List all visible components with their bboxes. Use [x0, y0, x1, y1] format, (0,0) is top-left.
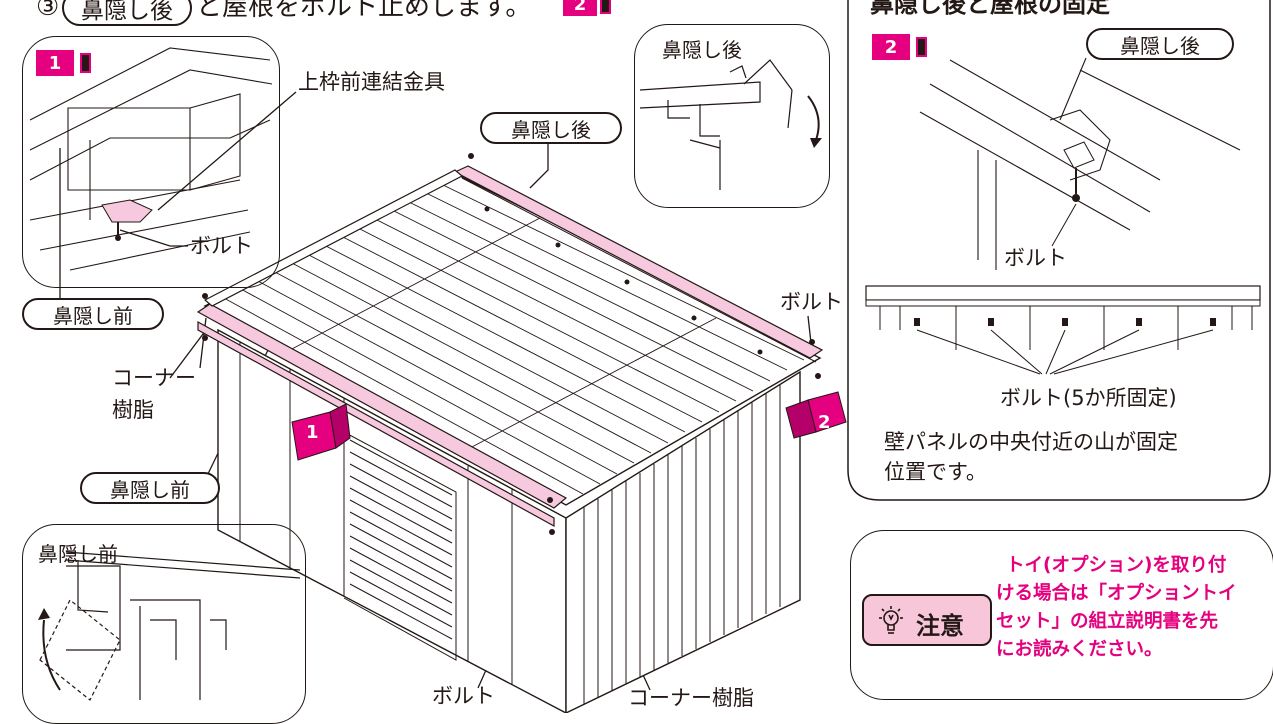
notice-panel: [850, 530, 1273, 700]
notice-line-1: トイ(オプション)を取り付: [1006, 555, 1227, 576]
detail-upper-bracket-panel: [22, 36, 280, 288]
camera-1-lens-detail: [80, 53, 91, 73]
right-desc-line2: 位置です。: [884, 460, 987, 484]
camera-2-lens-right: [916, 37, 927, 57]
right-bolt-label: ボルト: [1004, 246, 1067, 270]
step-pill-rear-fascia: 鼻隠し後: [62, 0, 192, 26]
label-bolt-bottom: ボルト: [432, 684, 495, 708]
label-corner-resin-bottom: コーナー樹脂: [628, 686, 754, 710]
notice-line-2: ける場合は「オプショントイ: [996, 583, 1237, 604]
camera-1-main-label: 1: [306, 422, 319, 443]
step-camera-badge: 2: [563, 0, 597, 16]
right-desc-line1: 壁パネルの中央付近の山が固定: [884, 430, 1178, 454]
label-bolt-right: ボルト: [780, 290, 843, 314]
right-panel-title: 鼻隠し後と屋根の固定: [870, 0, 1110, 18]
detail-front-title: 鼻隠し前: [38, 542, 118, 566]
detail-rear-title: 鼻隠し後: [662, 38, 742, 62]
camera-2-main-label: 2: [818, 412, 831, 433]
step-instruction: と屋根をボルト止めします。: [196, 0, 532, 22]
notice-badge: 注意: [862, 594, 992, 646]
notice-line-4: にお読みください。: [996, 639, 1163, 660]
step-number: ③: [36, 0, 60, 22]
notice-line-3: セット」の組立説明書を先: [996, 611, 1219, 632]
label-bolt-detail1: ボルト: [190, 234, 253, 258]
camera-1-badge-detail: 1: [36, 50, 74, 76]
detail-rear-fascia-panel: [634, 24, 830, 208]
pill-rear-fascia-main: 鼻隠し後: [480, 112, 622, 144]
lightbulb-icon: [874, 604, 908, 638]
label-corner-resin-left-1: コーナー: [112, 366, 196, 390]
pill-front-fascia-mid: 鼻隠し前: [80, 472, 220, 504]
step-camera-lens: [600, 0, 611, 14]
label-upper-frame-bracket: 上枠前連結金具: [298, 70, 445, 94]
label-corner-resin-left-2: 樹脂: [112, 398, 154, 422]
notice-badge-text: 注意: [916, 612, 964, 640]
camera-2-badge-right: 2: [872, 34, 910, 60]
right-bolts-5-label: ボルト(5か所固定): [1000, 386, 1177, 410]
pill-front-fascia-top: 鼻隠し前: [22, 298, 164, 330]
right-pill-rear-fascia: 鼻隠し後: [1086, 28, 1234, 60]
